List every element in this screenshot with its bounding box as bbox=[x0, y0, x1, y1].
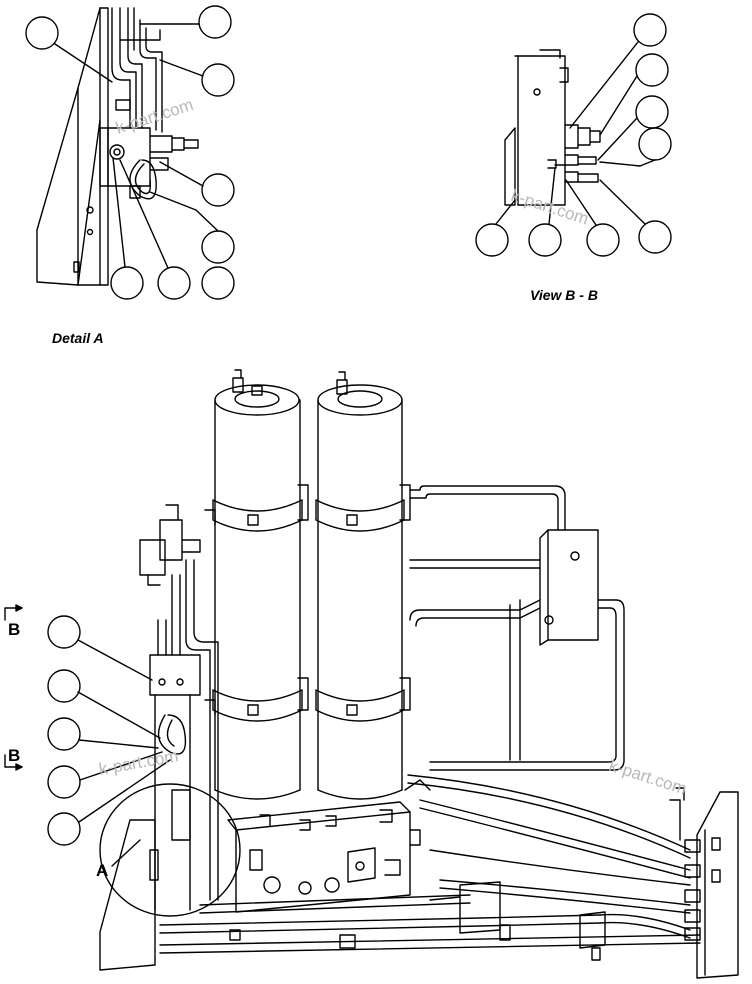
view-bb-drawing bbox=[504, 49, 601, 206]
detail-a-drawing bbox=[36, 7, 199, 286]
main-callouts bbox=[47, 615, 171, 846]
callout-m-3 bbox=[47, 717, 81, 751]
callout-vb-2 bbox=[635, 53, 669, 87]
detail-a-callouts bbox=[25, 5, 235, 300]
callout-m-2 bbox=[47, 669, 81, 703]
accumulator-left bbox=[204, 369, 309, 800]
view-bb-title: View B - B bbox=[530, 287, 598, 303]
section-b-bottom-label: B bbox=[8, 746, 20, 765]
watermark-4: k-part.com bbox=[607, 756, 689, 799]
detail-a-title: Detail A bbox=[52, 330, 104, 346]
detail-a-circle bbox=[99, 783, 241, 917]
callout-da-2 bbox=[198, 5, 232, 39]
callout-vb-7 bbox=[586, 223, 620, 257]
callout-vb-8 bbox=[638, 220, 672, 254]
main-assembly bbox=[4, 369, 739, 979]
callout-vb-1 bbox=[633, 13, 667, 47]
callout-vb-6 bbox=[528, 223, 562, 257]
detail-a-marker: A bbox=[96, 861, 108, 880]
callout-da-4 bbox=[201, 173, 235, 207]
callout-da-8 bbox=[157, 266, 191, 300]
right-valve-block bbox=[409, 485, 625, 771]
callout-m-5 bbox=[47, 812, 81, 846]
callout-da-7 bbox=[110, 266, 144, 300]
section-b-arrows bbox=[4, 604, 23, 771]
watermark-1: k-part.com bbox=[113, 95, 195, 138]
left-frame bbox=[99, 504, 219, 971]
callout-da-5 bbox=[201, 230, 235, 264]
callout-vb-3 bbox=[635, 95, 669, 129]
accumulator-right bbox=[315, 371, 411, 800]
callout-da-3 bbox=[201, 63, 235, 97]
pipe-run bbox=[159, 774, 739, 979]
callout-m-1 bbox=[47, 615, 81, 649]
callout-da-6 bbox=[201, 266, 235, 300]
callout-m-4 bbox=[47, 765, 81, 799]
watermark-3: k-part.com bbox=[97, 746, 179, 779]
manifold bbox=[227, 801, 421, 913]
callout-da-1 bbox=[25, 16, 59, 50]
callout-vb-5 bbox=[475, 223, 509, 257]
section-b-top-label: B bbox=[8, 620, 20, 639]
view-bb-callouts bbox=[475, 13, 672, 257]
callout-vb-4 bbox=[638, 127, 672, 161]
